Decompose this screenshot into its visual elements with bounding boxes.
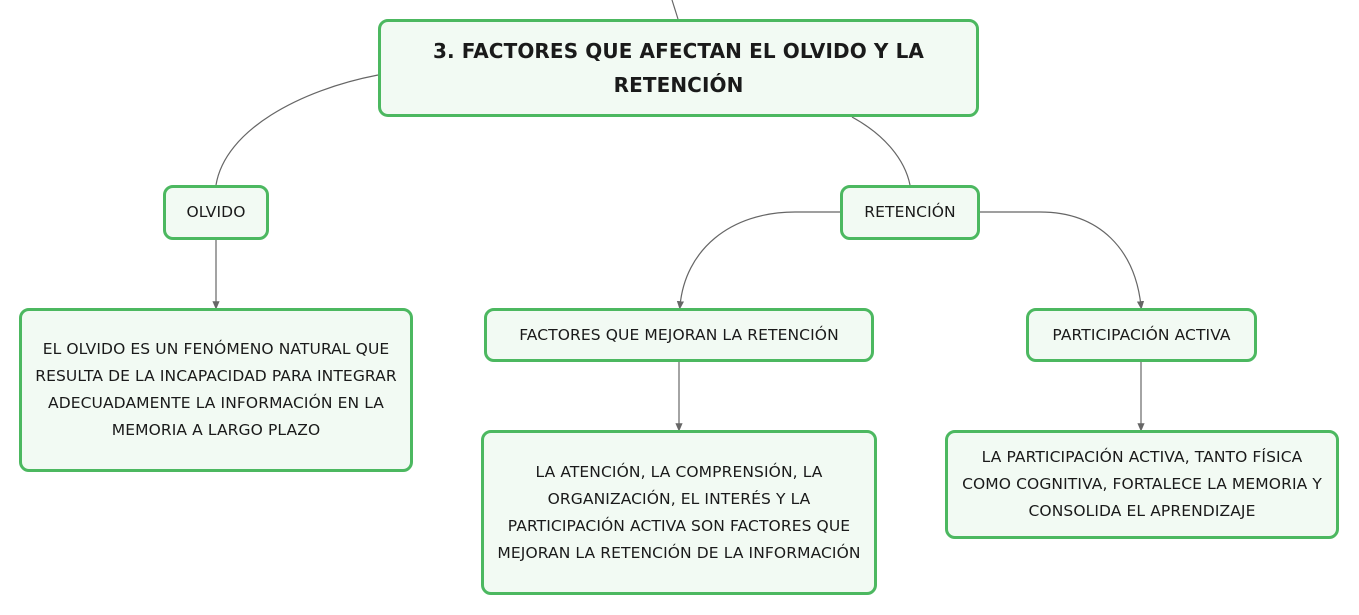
central-topic-label: 3. FACTORES QUE AFECTAN EL OLVIDO Y LA R… [432, 39, 924, 97]
connector-main-to-retencion [851, 116, 911, 186]
factores-label: FACTORES QUE MEJORAN LA RETENCIÓN [519, 325, 839, 344]
retencion-node[interactable]: RETENCIÓN [840, 185, 980, 240]
connector-incoming [671, 0, 679, 20]
participacion-label: PARTICIPACIÓN ACTIVA [1052, 325, 1231, 344]
olvido-label: OLVIDO [186, 203, 246, 221]
olvido-description-node[interactable]: EL OLVIDO ES UN FENÓMENO NATURAL QUE RES… [19, 308, 413, 472]
factores-description-text: LA ATENCIÓN, LA COMPRENSIÓN, LA ORGANIZA… [497, 462, 861, 562]
participacion-description-text: LA PARTICIPACIÓN ACTIVA, TANTO FÍSICA CO… [962, 448, 1322, 520]
connector-retencion-to-factores [676, 211, 840, 310]
retencion-label: RETENCIÓN [864, 203, 956, 221]
olvido-node[interactable]: OLVIDO [163, 185, 269, 240]
connector-retencion-to-participacion [980, 211, 1145, 310]
participacion-node[interactable]: PARTICIPACIÓN ACTIVA [1026, 308, 1257, 362]
connector-main-to-olvido [215, 74, 379, 186]
participacion-description-node[interactable]: LA PARTICIPACIÓN ACTIVA, TANTO FÍSICA CO… [945, 430, 1339, 539]
factores-description-node[interactable]: LA ATENCIÓN, LA COMPRENSIÓN, LA ORGANIZA… [481, 430, 877, 595]
olvido-description-text: EL OLVIDO ES UN FENÓMENO NATURAL QUE RES… [35, 340, 397, 439]
central-topic-node[interactable]: 3. FACTORES QUE AFECTAN EL OLVIDO Y LA R… [378, 19, 979, 117]
factores-node[interactable]: FACTORES QUE MEJORAN LA RETENCIÓN [484, 308, 874, 362]
